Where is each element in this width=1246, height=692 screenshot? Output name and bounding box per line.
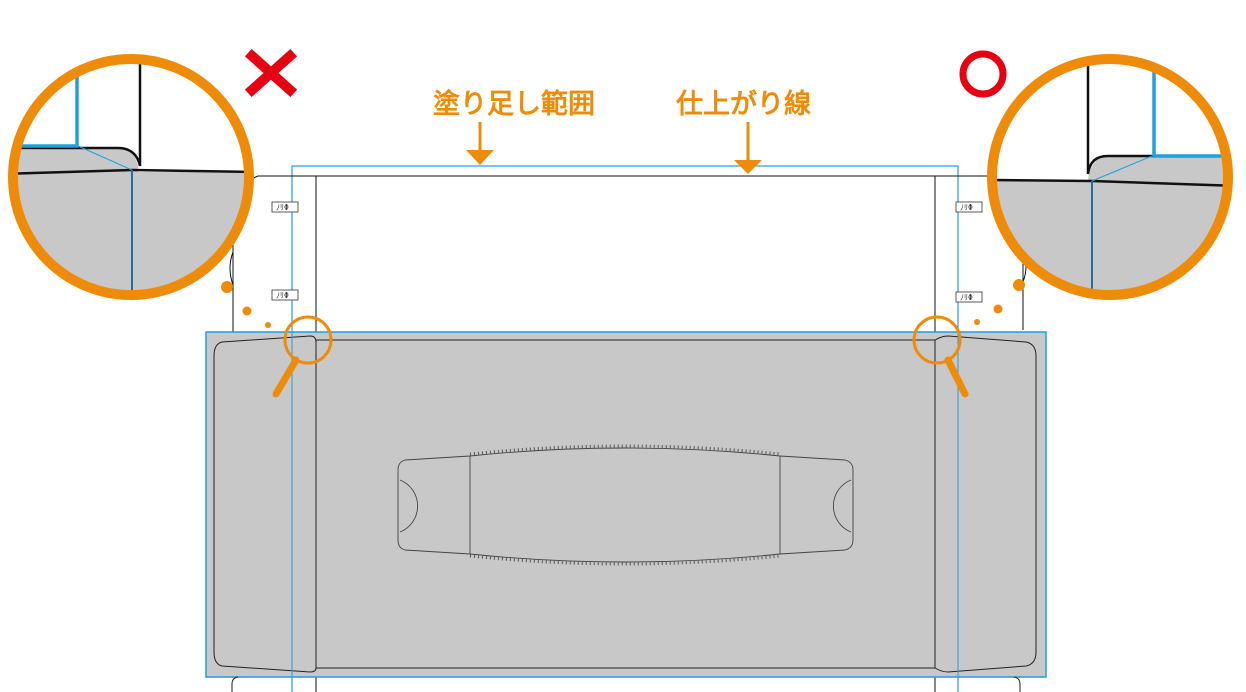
tissue-opening <box>397 444 854 566</box>
magnifier-ring-left <box>8 54 254 300</box>
glue-tab-marks: ﾉﾘΦ ﾉﾘΦ ﾉﾘΦ ﾉﾘΦ <box>271 201 983 303</box>
glue-tab-label-top-left: ﾉﾘΦ <box>276 203 289 212</box>
main-panel <box>205 331 1047 692</box>
trim-label-group: 仕上がり線 <box>675 88 811 174</box>
magnifier-icon-left <box>272 315 333 398</box>
bottom-tabs <box>231 676 1021 692</box>
zoom-detail-correct <box>974 54 1233 325</box>
trim-arrow-head <box>734 160 762 174</box>
magnifier-ring-right <box>987 54 1233 300</box>
magnifier-icon-right <box>912 315 969 398</box>
trim-label: 仕上がり線 <box>675 88 811 120</box>
cross-icon <box>244 48 298 98</box>
glue-tab-label-bottom-left: ﾉﾘΦ <box>276 291 289 300</box>
bleed-label: 塗り足し範囲 <box>433 88 595 120</box>
bleed-label-group: 塗り足し範囲 <box>433 88 595 165</box>
circle-icon <box>959 50 1007 98</box>
bleed-arrow-head <box>466 150 494 165</box>
zoom-detail-wrong <box>8 54 271 328</box>
glue-tab-label-top-right: ﾉﾘΦ <box>960 203 973 212</box>
glue-tab-label-bottom-right: ﾉﾘΦ <box>960 293 973 302</box>
